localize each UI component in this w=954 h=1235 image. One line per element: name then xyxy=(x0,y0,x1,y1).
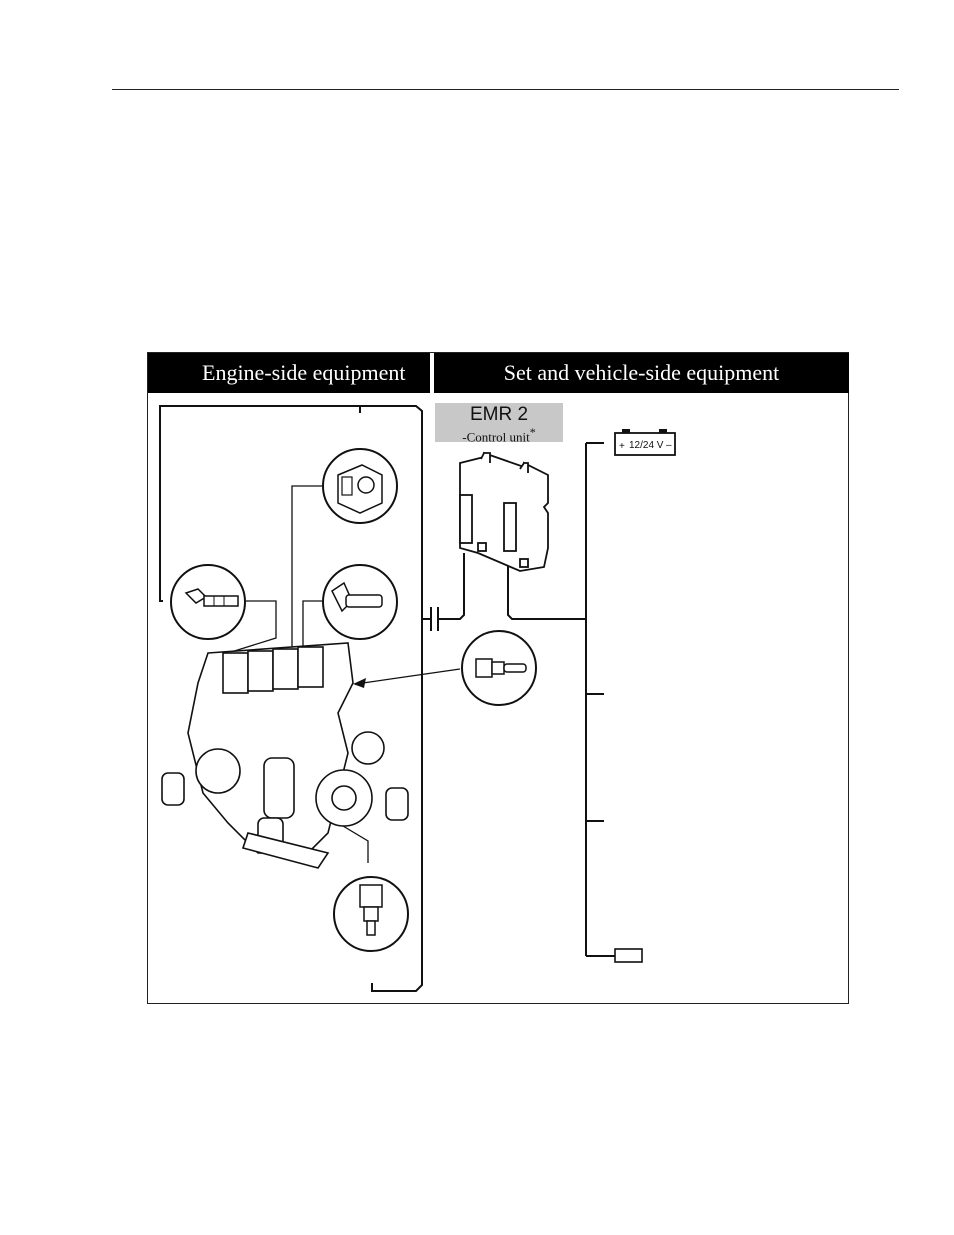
battery-icon: + 12/24 V – xyxy=(615,429,675,455)
battery-minus: – xyxy=(666,440,672,451)
control-unit-device-icon xyxy=(460,453,548,571)
speed-sensor-icon xyxy=(171,565,245,639)
temperature-sensor-icon xyxy=(462,631,536,705)
engine-illustration xyxy=(162,643,408,868)
battery-voltage: 12/24 V xyxy=(629,440,664,451)
crank-speed-sensor-icon xyxy=(323,565,397,639)
battery-plus: + xyxy=(619,441,625,452)
terminal-box xyxy=(615,949,642,962)
pressure-sensor-icon xyxy=(334,877,408,951)
diagram-drawing: + 12/24 V – xyxy=(148,353,850,1005)
emr2-system-diagram: Engine-side equipment Set and vehicle-si… xyxy=(147,352,849,1004)
page-top-rule xyxy=(112,89,899,90)
actuator-icon xyxy=(323,449,397,523)
